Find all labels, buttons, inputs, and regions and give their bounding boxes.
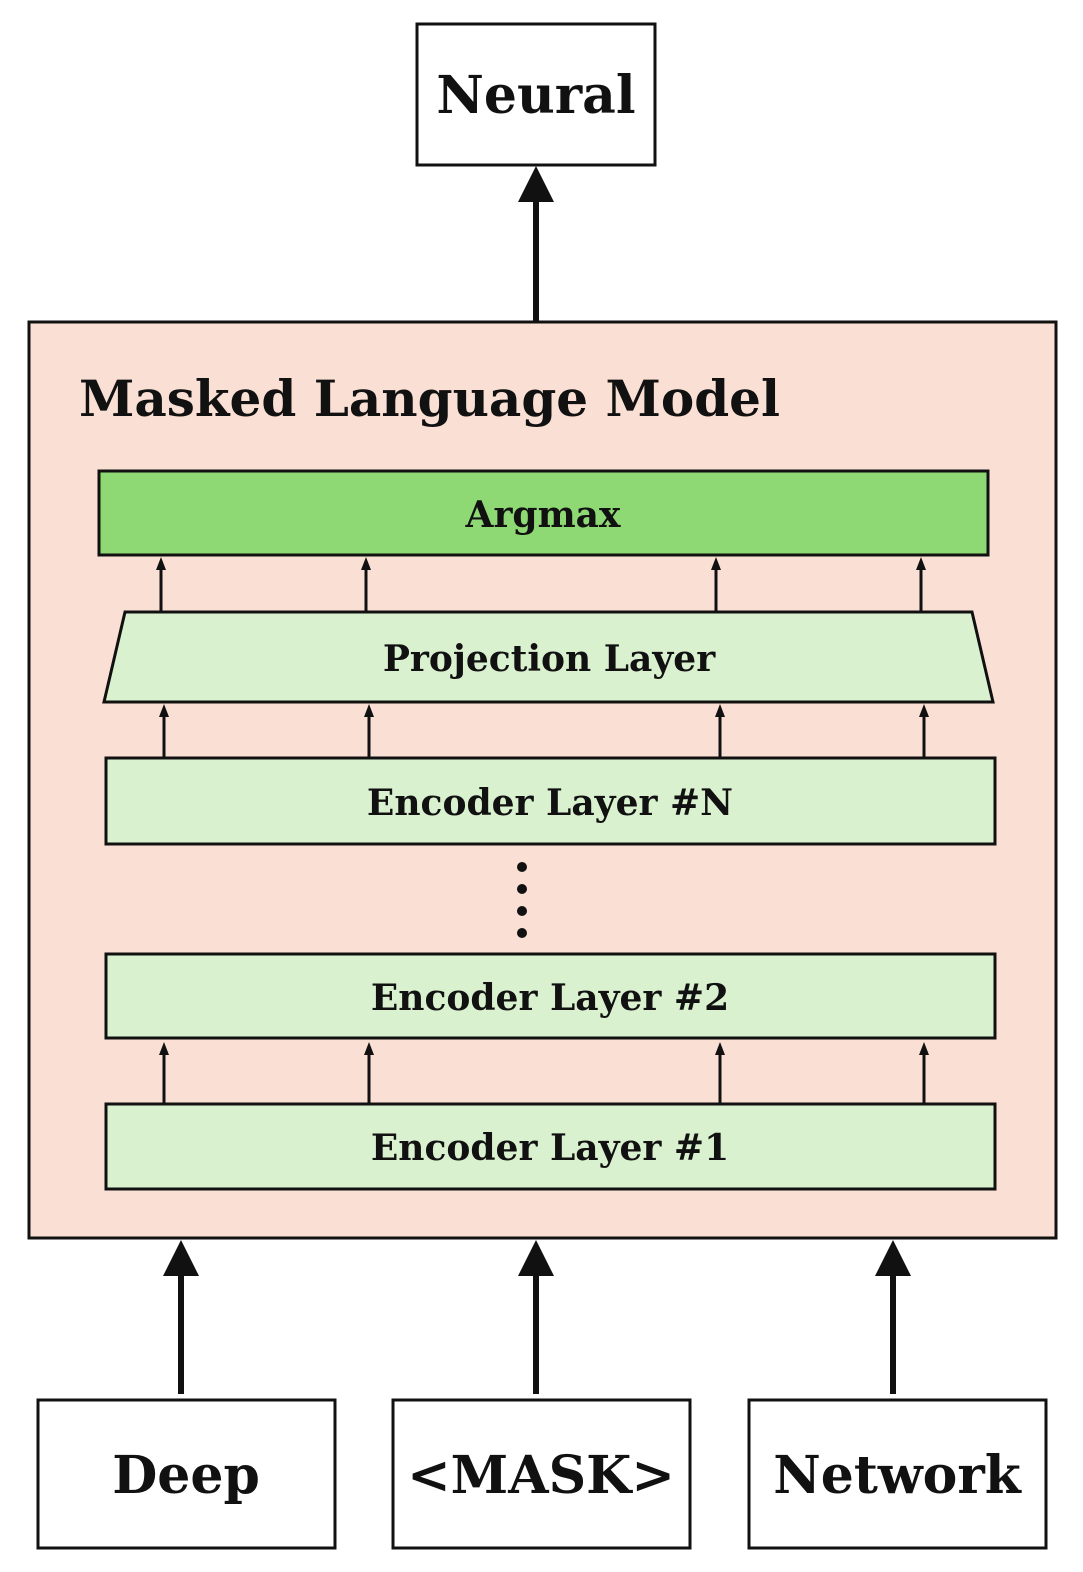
input-token-deep-label: Deep xyxy=(112,1445,260,1506)
encoder-layer-n-label: Encoder Layer #N xyxy=(367,782,733,824)
input-token-mask: <MASK> xyxy=(391,1398,692,1550)
projection-layer: Projection Layer xyxy=(102,610,995,704)
model-title: Masked Language Model xyxy=(79,369,780,428)
arrow-model-to-output xyxy=(518,166,554,322)
vertical-ellipsis-icon xyxy=(517,862,527,938)
arrows-inputs-to-model xyxy=(163,1240,911,1394)
output-token-box: Neural xyxy=(415,22,657,167)
argmax-layer: Argmax xyxy=(97,469,990,557)
input-token-deep: Deep xyxy=(36,1398,337,1550)
arrows-encoder-n-to-projection xyxy=(159,704,929,758)
arrows-encoder-1-to-encoder-2 xyxy=(159,1042,929,1103)
encoder-layer-1-label: Encoder Layer #1 xyxy=(371,1127,729,1169)
argmax-label: Argmax xyxy=(465,494,621,536)
input-token-network-label: Network xyxy=(773,1445,1021,1506)
projection-label: Projection Layer xyxy=(383,638,716,680)
arrows-projection-to-argmax xyxy=(156,557,926,611)
encoder-layer-2: Encoder Layer #2 xyxy=(104,952,997,1040)
input-token-network: Network xyxy=(747,1398,1048,1550)
encoder-layer-1: Encoder Layer #1 xyxy=(104,1102,997,1191)
input-token-mask-label: <MASK> xyxy=(407,1445,675,1506)
output-token-label: Neural xyxy=(436,65,635,126)
encoder-layer-2-label: Encoder Layer #2 xyxy=(371,977,729,1019)
encoder-layer-n: Encoder Layer #N xyxy=(104,756,997,846)
